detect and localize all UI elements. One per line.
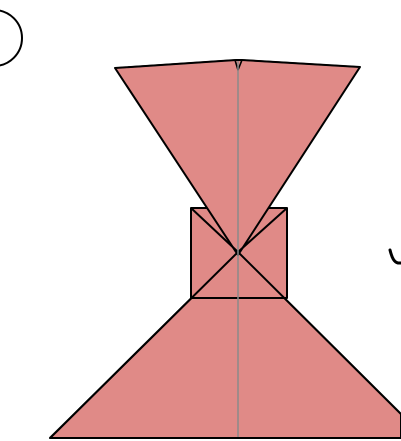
curved-arrow-icon	[390, 250, 401, 263]
step-number-circle-icon	[0, 10, 22, 66]
